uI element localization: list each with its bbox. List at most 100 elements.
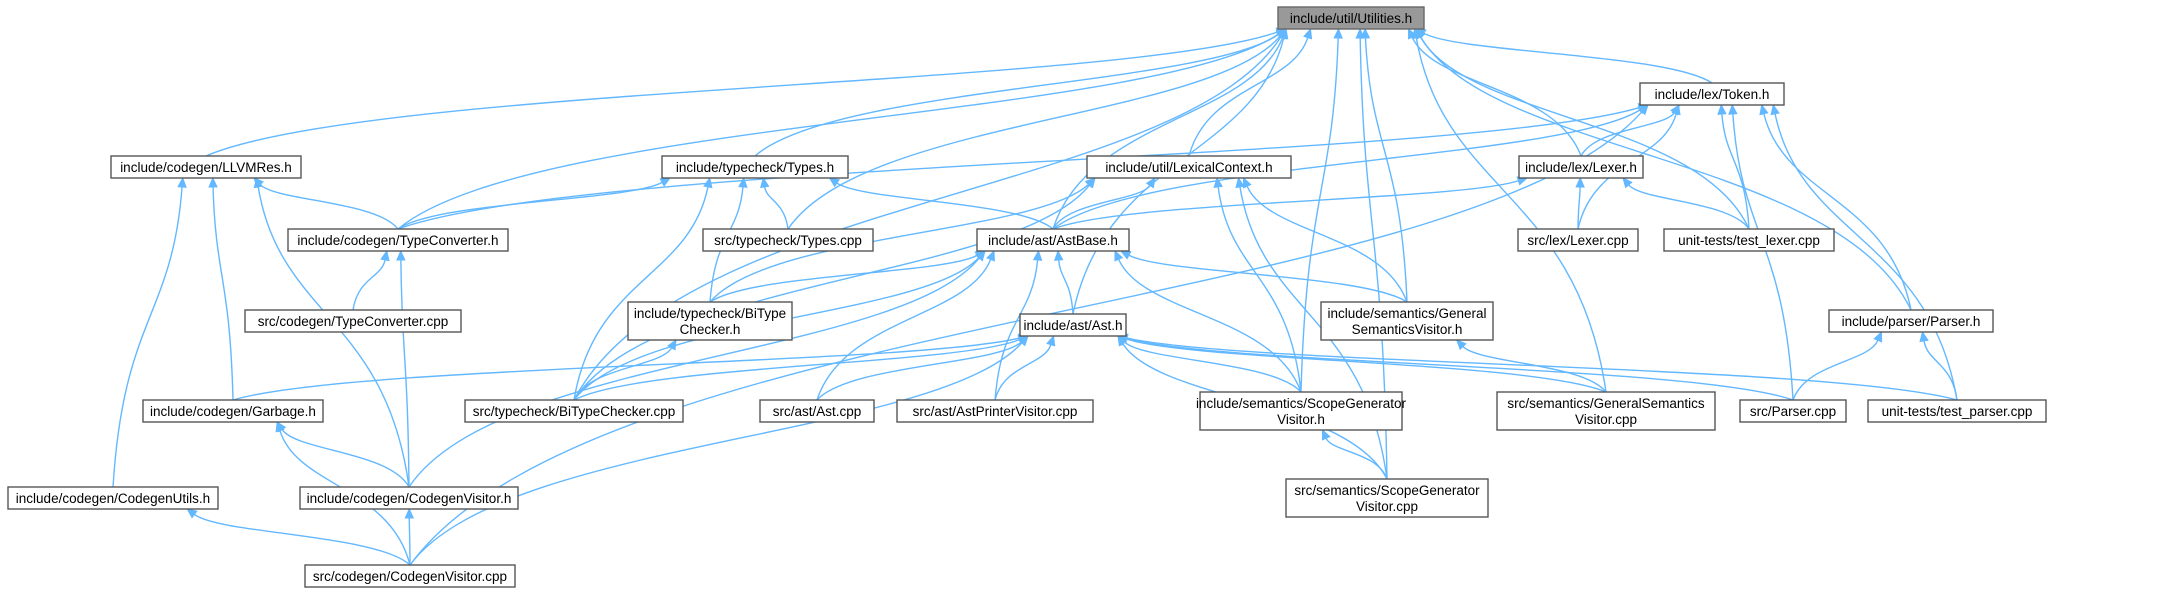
node-label: include/codegen/Garbage.h [150, 404, 316, 419]
edges-layer [112, 27, 1958, 566]
node-lexer-h[interactable]: include/lex/Lexer.h [1518, 155, 1644, 179]
node-box [1019, 313, 1127, 337]
edge-astprinter-to-astbase [994, 259, 1039, 401]
node-label: src/codegen/CodegenVisitor.cpp [313, 569, 507, 584]
arrowhead-lexctx-to-utilities [1303, 27, 1313, 40]
node-label: Visitor.cpp [1575, 412, 1637, 427]
edge-gensem_h-to-utilities [1364, 37, 1408, 303]
node-test-parser[interactable]: unit-tests/test_parser.cpp [1867, 399, 2047, 423]
node-bitype-cpp[interactable]: src/typecheck/BiTypeChecker.cpp [464, 399, 684, 423]
node-llvmres[interactable]: include/codegen/LLVMRes.h [110, 155, 302, 179]
node-codegenvisitor-h[interactable]: include/codegen/CodegenVisitor.h [299, 486, 519, 510]
arrowhead-codegenvisitor_cpp-to-ast_h [1018, 335, 1029, 347]
arrowhead-codegenvisitor_cpp-to-garbage [275, 420, 285, 433]
node-box [627, 301, 793, 341]
node-garbage[interactable]: include/codegen/Garbage.h [142, 399, 324, 423]
edge-astbase-to-lexer_h [1052, 180, 1519, 230]
edge-codegenvisitor_cpp-to-ast_h [409, 342, 1023, 566]
edge-codegenvisitor_h-to-garbage [281, 429, 410, 488]
node-typeconv-h[interactable]: include/codegen/TypeConverter.h [287, 228, 509, 252]
arrowhead-astprinter-to-ast_h [1046, 334, 1056, 347]
edge-bitype_cpp-to-lexctx [573, 184, 1091, 401]
edge-scopegen_h-to-astbase [1117, 258, 1302, 393]
edge-ast_cpp-to-astbase [816, 259, 992, 401]
edge-typeconv_cpp-to-typeconv_h [352, 259, 386, 311]
node-label: src/codegen/TypeConverter.cpp [258, 314, 449, 329]
node-ast-h[interactable]: include/ast/Ast.h [1019, 313, 1127, 337]
node-box [464, 399, 684, 423]
node-scopegen-h[interactable]: include/semantics/ScopeGeneratorVisitor.… [1196, 391, 1407, 431]
node-label: include/codegen/CodegenVisitor.h [307, 491, 512, 506]
edge-astbase-to-lexctx [1052, 185, 1151, 230]
node-typeconv-cpp[interactable]: src/codegen/TypeConverter.cpp [244, 309, 462, 333]
node-parser-h[interactable]: include/parser/Parser.h [1828, 309, 1994, 333]
arrowhead-parser_cpp-to-token [1728, 103, 1738, 115]
edge-typeconv_h-to-llvmres [259, 184, 399, 230]
edge-scopegen_h-to-utilities [1300, 37, 1339, 393]
arrowhead-codegenvisitor_cpp-to-codegenutils [186, 508, 198, 519]
node-label: src/semantics/ScopeGenerator [1294, 483, 1480, 498]
arrowhead-codegenvisitor_h-to-astbase [975, 250, 986, 262]
arrowhead-astprinter-to-astbase [1032, 249, 1043, 261]
arrowhead-parser_cpp-to-parser_h [1873, 330, 1883, 343]
node-types-h[interactable]: include/typecheck/Types.h [661, 155, 849, 179]
node-codegenutils[interactable]: include/codegen/CodegenUtils.h [7, 486, 219, 510]
arrowhead-lexer_cpp-to-token [1671, 103, 1681, 116]
edge-astprinter-to-ast_h [994, 344, 1052, 401]
node-astprinter[interactable]: src/ast/AstPrinterVisitor.cpp [896, 399, 1094, 423]
node-label: src/typecheck/Types.cpp [714, 233, 862, 248]
node-token[interactable]: include/lex/Token.h [1639, 82, 1785, 106]
node-box [661, 155, 849, 179]
node-ast-cpp[interactable]: src/ast/Ast.cpp [759, 399, 875, 423]
edge-parser_cpp-to-ast_h [1126, 337, 1794, 401]
node-label: include/semantics/ScopeGenerator [1196, 396, 1407, 411]
edge-types_cpp-to-utilities [787, 35, 1281, 230]
edge-token-to-utilities [1423, 32, 1713, 84]
node-types-cpp[interactable]: src/typecheck/Types.cpp [702, 228, 874, 252]
edge-garbage-to-ast_h [232, 337, 1020, 401]
node-gensem-cpp[interactable]: src/semantics/GeneralSemanticsVisitor.cp… [1496, 391, 1716, 431]
arrowhead-codegenvisitor_h-to-typeconv_h [396, 249, 406, 261]
node-label: include/util/LexicalContext.h [1105, 160, 1272, 175]
arrowhead-gensem_cpp-to-gensem_h [1455, 339, 1467, 351]
node-gensem-h[interactable]: include/semantics/GeneralSemanticsVisito… [1320, 301, 1494, 341]
edge-test_parser-to-parser_h [1923, 340, 1958, 401]
node-test-lexer[interactable]: unit-tests/test_lexer.cpp [1663, 228, 1835, 252]
edge-ast_cpp-to-ast_h [816, 341, 1022, 401]
node-astbase[interactable]: include/ast/AstBase.h [976, 228, 1130, 252]
edge-bitype_h-to-lexctx [709, 183, 1090, 303]
arrowhead-astbase-to-types_h [828, 177, 841, 188]
arrowhead-ast_cpp-to-astbase [986, 249, 995, 262]
node-bitype-h[interactable]: include/typecheck/BiTypeChecker.h [627, 301, 793, 341]
node-utilities[interactable]: include/util/Utilities.h [1277, 6, 1425, 30]
edge-bitype_cpp-to-ast_h [573, 338, 1020, 401]
edge-codegenvisitor_h-to-typeconv_h [400, 259, 410, 488]
edge-lexctx-to-utilities [1188, 37, 1309, 157]
node-label: include/util/Utilities.h [1290, 11, 1412, 26]
arrowhead-scopegen_cpp-to-scopegen_h [1321, 428, 1331, 441]
arrowhead-bitype_h-to-types_h [738, 176, 748, 188]
node-parser-cpp[interactable]: src/Parser.cpp [1739, 399, 1847, 423]
arrowhead-scopegen_cpp-to-ast_h [1117, 334, 1128, 347]
node-box [142, 399, 324, 423]
edge-garbage-to-llvmres [212, 186, 234, 401]
edge-gensem_cpp-to-ast_h [1126, 338, 1607, 393]
node-box [244, 309, 462, 333]
node-box [976, 228, 1130, 252]
arrowhead-codegenutils-to-llvmres [177, 176, 187, 188]
node-lexer-cpp[interactable]: src/lex/Lexer.cpp [1517, 228, 1639, 252]
node-lexctx[interactable]: include/util/LexicalContext.h [1086, 155, 1292, 179]
edge-llvmres-to-utilities [205, 31, 1278, 157]
node-label: src/Parser.cpp [1750, 404, 1836, 419]
node-box [1199, 391, 1403, 431]
node-label: unit-tests/test_lexer.cpp [1678, 233, 1820, 248]
node-box [759, 399, 875, 423]
arrowhead-test_lexer-to-token [1717, 103, 1727, 115]
edge-test_parser-to-ast_h [1126, 337, 1958, 401]
node-label: src/ast/Ast.cpp [773, 404, 862, 419]
node-box [287, 228, 509, 252]
node-codegenvisitor-cpp[interactable]: src/codegen/CodegenVisitor.cpp [304, 564, 516, 588]
edge-parser_cpp-to-parser_h [1792, 339, 1879, 401]
